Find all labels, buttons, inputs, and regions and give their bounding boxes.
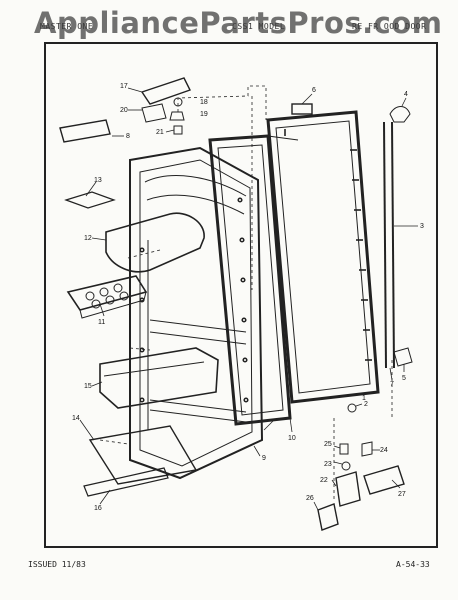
- part-label-12: 12: [84, 235, 92, 242]
- egg-tray-part-11: [66, 275, 148, 311]
- header-model-text: CSS1 MODEL: [232, 22, 286, 31]
- part-label-13: 13: [94, 177, 102, 184]
- part-label-10: 10: [288, 435, 296, 442]
- dairy-cover-part-13: [64, 191, 116, 209]
- part-label-9: 9: [262, 455, 266, 462]
- part-label-18: 18: [200, 99, 208, 106]
- plate-part-20: [141, 103, 167, 123]
- hinge-bracket-part-22: [335, 471, 361, 507]
- door-bin-part-12: [105, 212, 205, 273]
- part-label-19: 19: [200, 111, 208, 118]
- bearing-part-24: [361, 441, 373, 457]
- cap-part-19: [169, 111, 185, 121]
- part-label-6: 6: [312, 87, 316, 94]
- part-label-23: 23: [324, 461, 332, 468]
- part-label-20: 20: [120, 107, 128, 114]
- bottom-rail-part-14: [88, 425, 198, 485]
- part-label-7: 7: [390, 381, 394, 388]
- part-label-16: 16: [94, 505, 102, 512]
- spacer-part-21: [173, 125, 183, 135]
- part-label-4: 4: [404, 91, 408, 98]
- part-label-21: 21: [156, 129, 164, 136]
- page-code: A-54-33: [396, 560, 430, 569]
- vertical-gasket-strip-part-3: [383, 121, 395, 369]
- egg-tray-cups: [85, 283, 129, 309]
- washer-part-23: [341, 461, 351, 471]
- part-label-8: 8: [126, 133, 130, 140]
- issued-date: ISSUED 11/83: [28, 560, 86, 569]
- label-part-6: [291, 103, 313, 115]
- plug-part-2: [347, 403, 357, 413]
- part-label-1: 1: [362, 395, 366, 402]
- trim-strip-part-16: [83, 467, 169, 497]
- hinge-part-17: [140, 77, 191, 105]
- header-left-text: MASTER ONE: [40, 22, 94, 31]
- outer-door-panel-part-9: [129, 146, 264, 480]
- cover-handle-part-8: [59, 119, 111, 143]
- part-label-5: 5: [402, 375, 406, 382]
- lower-hinge-part-27: [363, 465, 405, 495]
- cam-part-25: [339, 443, 349, 455]
- part-label-14: 14: [72, 415, 80, 422]
- part-label-24: 24: [380, 447, 388, 454]
- part-label-15: 15: [84, 383, 92, 390]
- part-label-25: 25: [324, 441, 332, 448]
- shelf-rail-part-15: [99, 347, 219, 409]
- hinge-pin-part-5: [393, 347, 413, 367]
- bushing-part-18: [173, 97, 183, 107]
- door-gasket-part-1: [266, 110, 380, 404]
- part-label-2: 2: [364, 401, 368, 408]
- header-section-text: RE FR OOD DOOR: [352, 22, 427, 31]
- diagram-frame: [44, 42, 438, 548]
- stop-part-26: [317, 503, 339, 531]
- site-watermark: AppliancePartsPros.com: [34, 6, 443, 40]
- part-label-22: 22: [320, 477, 328, 484]
- part-label-3: 3: [420, 223, 424, 230]
- part-label-17: 17: [120, 83, 128, 90]
- part-label-11: 11: [98, 319, 105, 326]
- part-label-26: 26: [306, 495, 314, 502]
- door-liner-part-10: [208, 134, 299, 426]
- part-label-27: 27: [398, 491, 406, 498]
- hinge-cap-part-4: [389, 106, 411, 123]
